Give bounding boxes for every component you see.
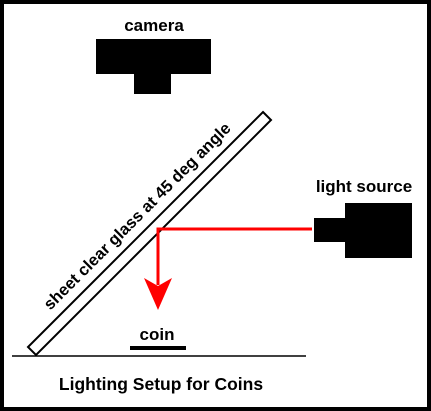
camera-icon	[96, 39, 211, 94]
light-source-icon	[314, 203, 412, 258]
diagram-caption: Lighting Setup for Coins	[59, 374, 263, 394]
light-path-arrow	[144, 227, 312, 310]
coin-label: coin	[140, 325, 175, 344]
light-source-label: light source	[316, 177, 412, 196]
glass-sheet	[26, 110, 273, 357]
camera-label: camera	[124, 16, 184, 35]
coin	[130, 346, 186, 350]
